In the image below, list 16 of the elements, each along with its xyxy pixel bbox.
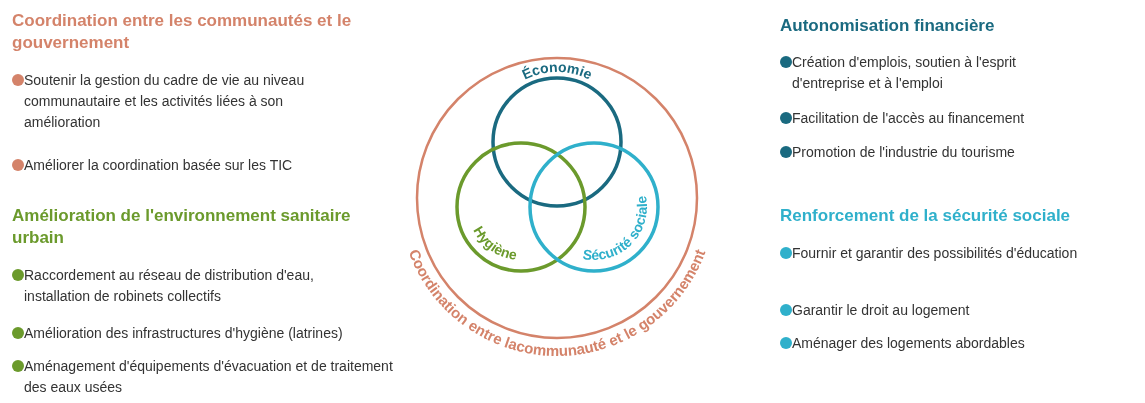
bullet-text: Amélioration des infrastructures d'hygiène (latrines) [24,324,343,343]
bullet-text: Aménager des logements abordables [792,334,1025,353]
circle-label: Économie [519,58,595,83]
section-heading: Renforcement de la sécurité sociale [780,205,1071,227]
bullet-text: Aménagement d'équipements d'évacuation et de traitement des eaux usées [24,357,394,397]
bullet-text: Fournir et garantir des possibilités d'éducation [792,244,1078,263]
bullet-text: Création d'emplois, soutien à l'esprit d'entreprise et à l'emploi [792,53,1017,93]
bullet-text: Garantir le droit au logement [792,301,970,320]
section-heading: Autonomisation financière [780,15,995,37]
section-heading: Amélioration de l'environnement sanitaire urbain [12,205,352,249]
bullet-text: Promotion de l'industrie du tourisme [792,143,1015,162]
bullet-text: Facilitation de l'accès au financement [792,109,1025,128]
bullet-text: Soutenir la gestion du cadre de vie au niveau communautaire et les activités liées à son amélioration [24,71,306,132]
bullet-text: Améliorer la coordination basée sur les TIC [24,156,293,175]
section-heading: Coordination entre les communautés et le gouvernement [12,10,353,54]
bullet-text: Raccordement au réseau de distribution d'eau, installation de robinets collectifs [24,266,315,306]
